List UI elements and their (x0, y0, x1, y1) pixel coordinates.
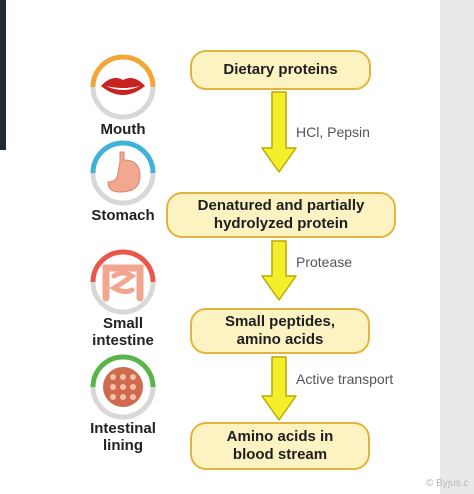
organ-label-mouth: Mouth (100, 121, 146, 138)
arrow-2 (261, 240, 297, 301)
lips-icon (90, 54, 156, 120)
organ-label-stomach: Stomach (91, 207, 155, 224)
arrow-1 (261, 91, 297, 173)
step-label-hcl-pepsin: HCl, Pepsin (296, 124, 370, 140)
step-label-protease: Protease (296, 254, 353, 270)
organ-label-small-intestine: Small intestine (92, 315, 154, 349)
stage-small-peptides: Small peptides, amino acids (190, 308, 370, 354)
stage-dietary-proteins: Dietary proteins (190, 50, 371, 90)
stage-label: Small peptides, amino acids (224, 313, 336, 348)
stage-label: Denatured and partially hydrolyzed prote… (197, 197, 365, 232)
left-edge-bar (0, 0, 6, 150)
stage-label: Amino acids in blood stream (226, 428, 334, 463)
stage-label: Dietary proteins (223, 61, 338, 78)
villi-cells-icon (90, 354, 156, 420)
stomach-icon (90, 140, 156, 206)
arrow-3 (261, 356, 297, 421)
intestine-icon (90, 249, 156, 315)
watermark: © Byjus.c (426, 478, 469, 489)
organ-label-intestinal-lining: Intestinal lining (90, 420, 156, 454)
right-edge-bar (440, 0, 474, 494)
stage-amino-acids-blood: Amino acids in blood stream (190, 422, 370, 470)
step-label-active-transport: Active transport (296, 371, 394, 387)
stage-denatured-protein: Denatured and partially hydrolyzed prote… (166, 192, 396, 238)
